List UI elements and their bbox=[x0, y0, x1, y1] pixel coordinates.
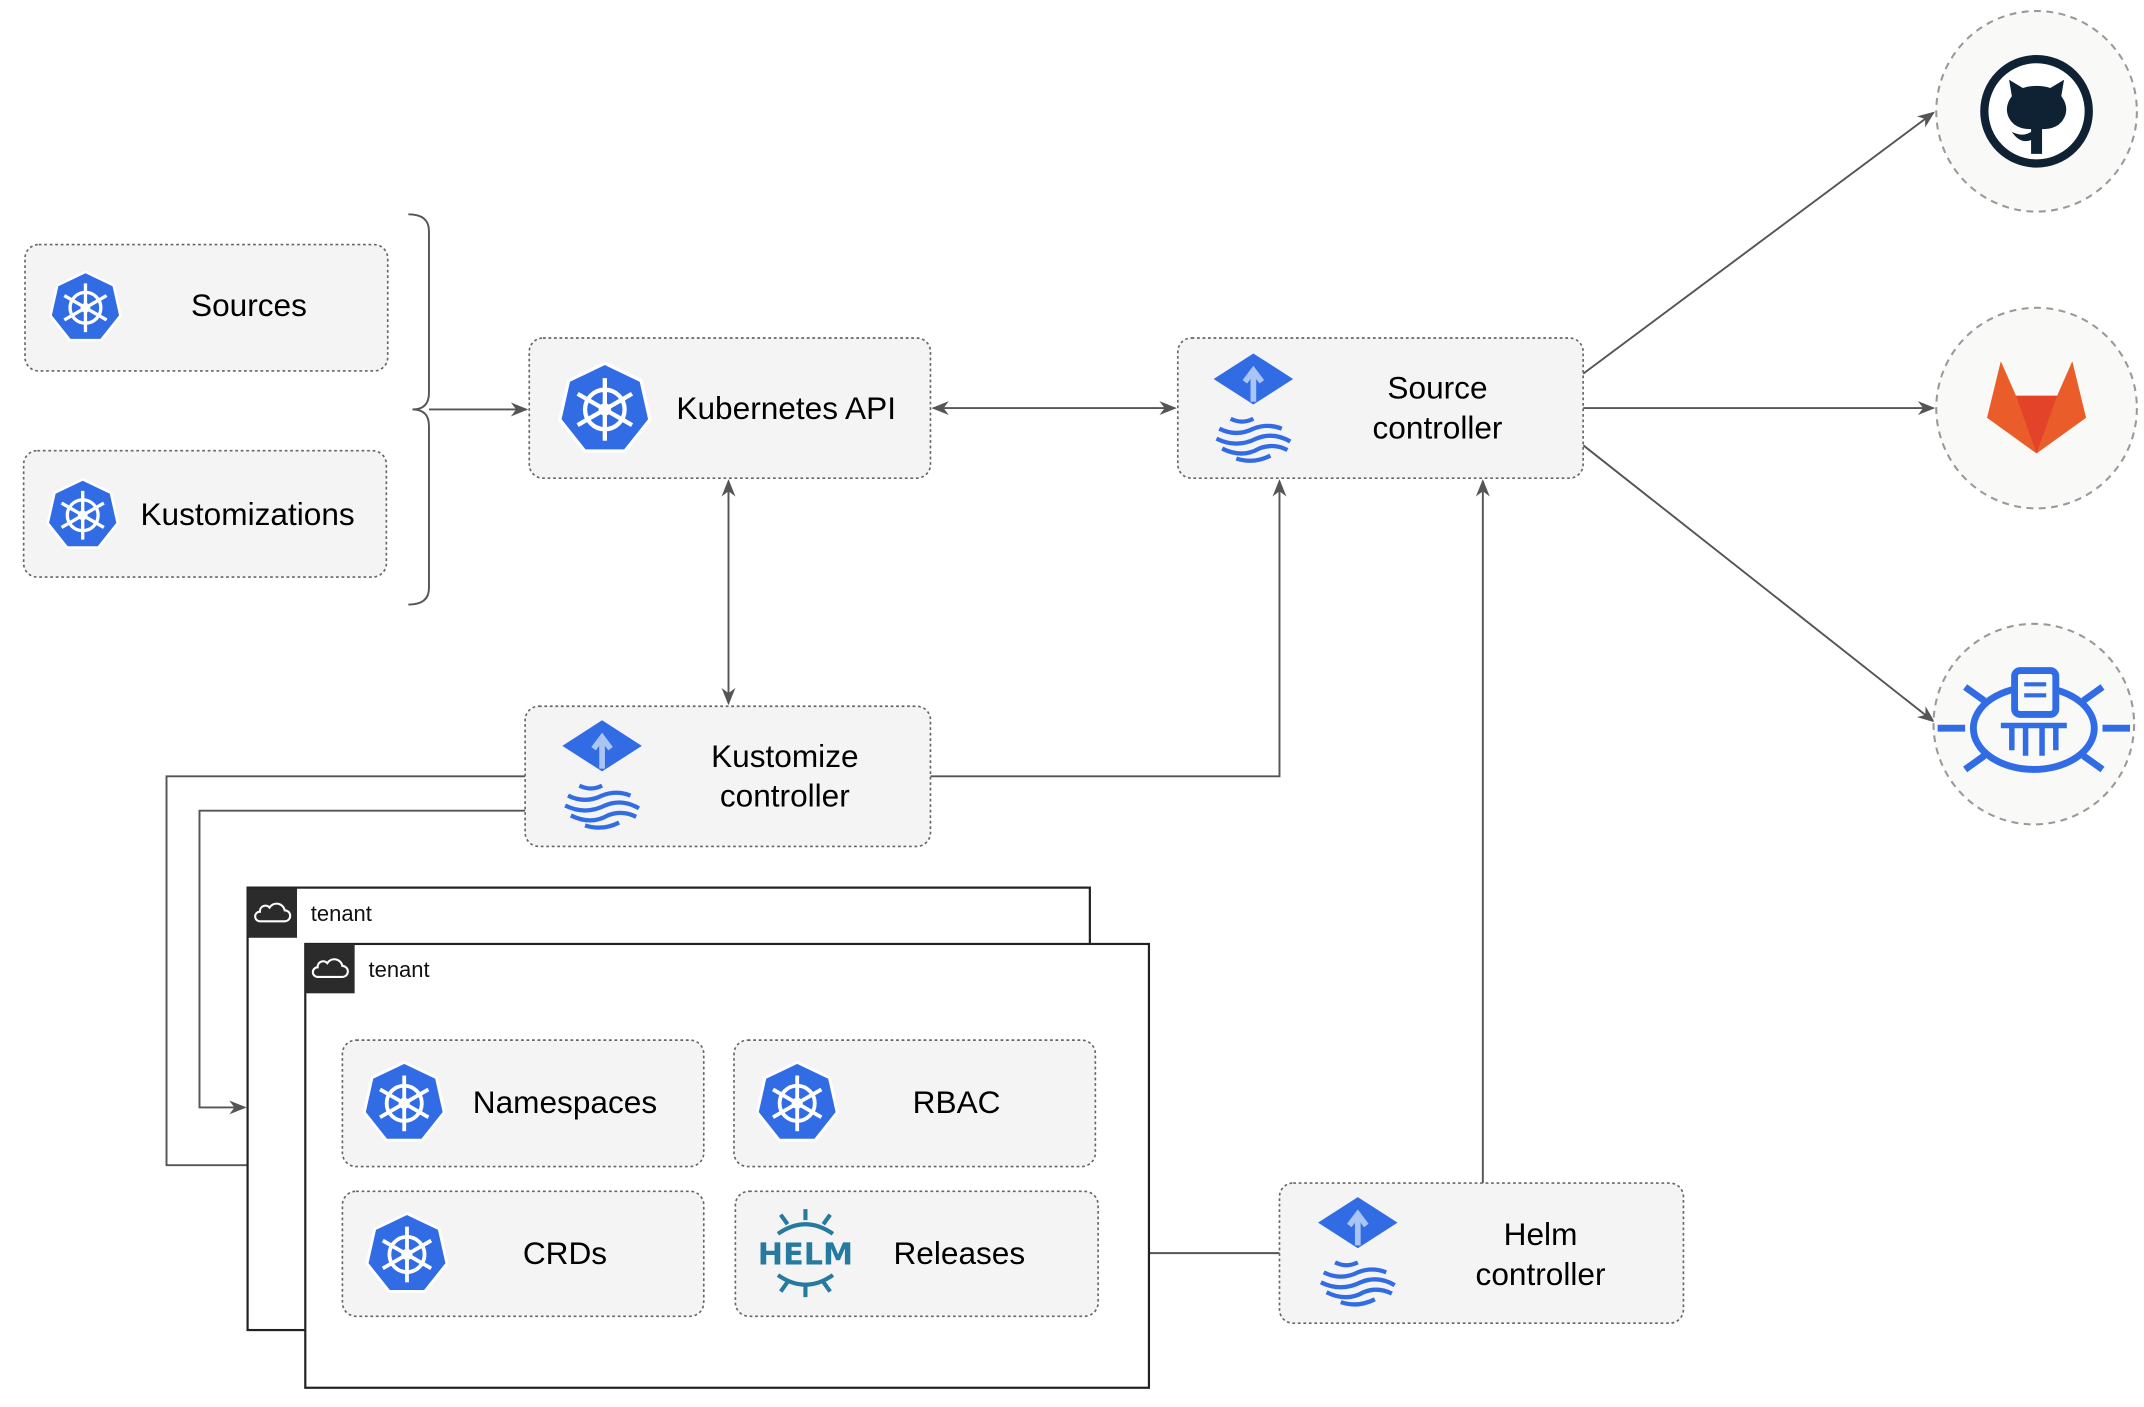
crds-label: CRDs bbox=[523, 1235, 607, 1271]
sources-label: Sources bbox=[191, 287, 307, 323]
edges bbox=[165, 111, 1936, 1261]
rbac-label: RBAC bbox=[913, 1084, 1001, 1120]
tenant-front: tenant Namespaces RBAC CRDs HEL bbox=[304, 942, 1151, 1389]
edge-kustomize-to-tenant-front bbox=[165, 775, 526, 1173]
github-node[interactable] bbox=[1935, 9, 2138, 213]
source-controller-label-1: Source bbox=[1387, 370, 1487, 406]
namespaces-node[interactable]: Namespaces bbox=[341, 1039, 705, 1168]
kustomize-controller-label-2: controller bbox=[720, 778, 850, 814]
helm-controller-node[interactable]: Helm controller bbox=[1278, 1182, 1685, 1325]
kubernetes-api-node[interactable]: Kubernetes API bbox=[528, 337, 932, 479]
github-icon bbox=[1980, 54, 2093, 168]
gitlab-icon bbox=[1987, 361, 2087, 454]
releases-label: Releases bbox=[893, 1235, 1025, 1271]
cloud-icon bbox=[247, 887, 298, 939]
edge-kustomize-to-source bbox=[930, 479, 1287, 778]
tenant-label: tenant bbox=[369, 957, 430, 982]
source-controller-label-2: controller bbox=[1373, 409, 1503, 445]
kustomizations-label: Kustomizations bbox=[140, 496, 354, 532]
helm-controller-label-2: controller bbox=[1476, 1256, 1606, 1292]
edge-source-to-github bbox=[1582, 111, 1935, 375]
bucket-node[interactable] bbox=[1932, 622, 2136, 826]
source-controller-node[interactable]: Source controller bbox=[1176, 337, 1584, 479]
helm-controller-label-1: Helm bbox=[1504, 1216, 1578, 1252]
releases-node[interactable]: HELM Releases bbox=[734, 1190, 1099, 1318]
namespaces-label: Namespaces bbox=[473, 1084, 657, 1120]
kustomize-controller-node[interactable]: Kustomize controller bbox=[524, 705, 932, 848]
svg-text:HELM: HELM bbox=[758, 1237, 853, 1272]
bucket-icon bbox=[1937, 667, 2130, 773]
brace bbox=[408, 213, 430, 606]
crds-node[interactable]: CRDs bbox=[341, 1190, 705, 1318]
edge-kustomize-to-tenant-back bbox=[198, 809, 526, 1115]
gitlab-node[interactable] bbox=[1935, 306, 2138, 510]
edge-source-to-bucket bbox=[1582, 444, 1935, 723]
kustomizations-node[interactable]: Kustomizations bbox=[22, 449, 388, 578]
helm-icon: HELM bbox=[758, 1209, 853, 1298]
kustomize-controller-label-1: Kustomize bbox=[711, 738, 858, 774]
kubernetes-api-label: Kubernetes API bbox=[676, 390, 896, 426]
sources-node[interactable]: Sources bbox=[24, 243, 389, 372]
tenant-label: tenant bbox=[311, 901, 372, 926]
rbac-node[interactable]: RBAC bbox=[733, 1039, 1097, 1168]
cloud-icon bbox=[305, 943, 355, 994]
